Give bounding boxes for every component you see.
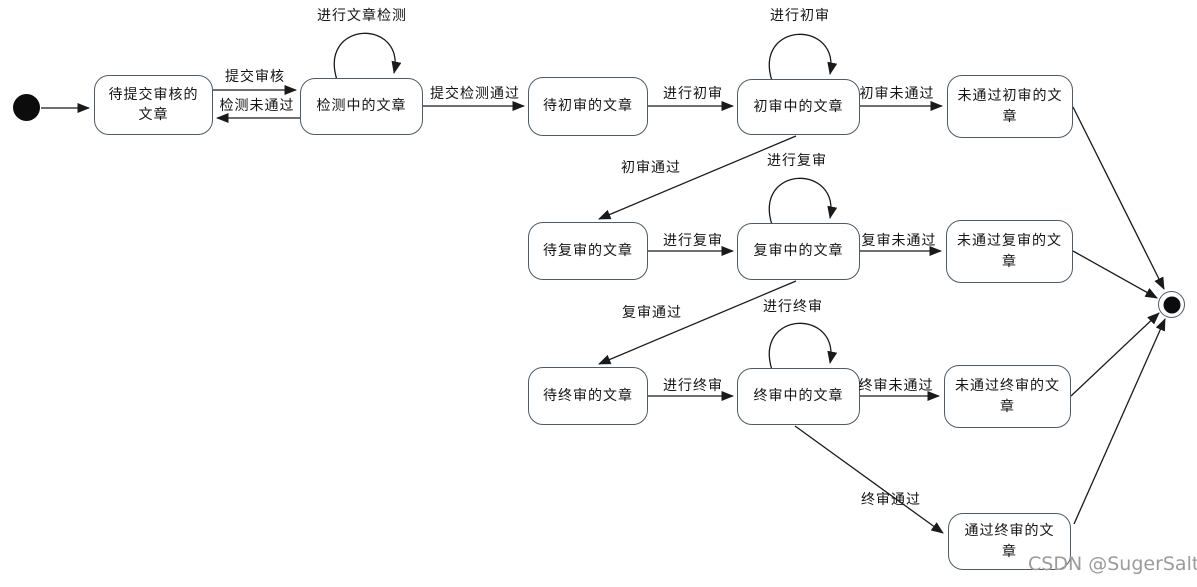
state-failed-second-review: 未通过复审的文章 bbox=[946, 220, 1073, 283]
state-label: 待复审的文章 bbox=[543, 242, 633, 259]
edge-label-submit-review: 提交审核 bbox=[225, 69, 285, 85]
edge-line-failed-final-to-end bbox=[1070, 312, 1160, 397]
state-label: 待初审的文章 bbox=[543, 98, 633, 115]
edge-label-detect-passed: 提交检测通过 bbox=[430, 86, 520, 102]
edge-line-final-review-self-loop bbox=[768, 322, 838, 371]
edge-label-first-review-self-loop: 进行初审 bbox=[770, 8, 830, 24]
edge-label-detect-failed: 检测未通过 bbox=[219, 98, 295, 114]
edge-label-final-review-self-loop: 进行终审 bbox=[763, 299, 823, 315]
edge-label-second-review-passed: 复审通过 bbox=[622, 305, 682, 321]
state-label: 通过终审的文章 bbox=[964, 523, 1055, 560]
state-label: 复审中的文章 bbox=[753, 243, 844, 260]
state-label: 未通过初审的文章 bbox=[957, 88, 1063, 125]
edge-line-first-review-passed bbox=[598, 135, 797, 220]
edge-label-do-first-review: 进行初审 bbox=[663, 86, 723, 102]
edge-label-final-review-passed: 终审通过 bbox=[861, 492, 921, 508]
state-label: 终审中的文章 bbox=[753, 388, 844, 405]
state-failed-first-review: 未通过初审的文章 bbox=[947, 75, 1073, 138]
final-state-node bbox=[1158, 291, 1185, 318]
state-first-reviewing: 初审中的文章 bbox=[737, 79, 860, 135]
edge-label-do-second-review: 进行复审 bbox=[663, 233, 723, 249]
state-detecting: 检测中的文章 bbox=[300, 78, 423, 135]
state-second-reviewing: 复审中的文章 bbox=[737, 223, 860, 280]
edge-line-failed-second-to-end bbox=[1072, 250, 1158, 299]
edge-label-final-review-failed: 终审未通过 bbox=[858, 378, 934, 394]
edge-line-final-review-passed bbox=[794, 425, 944, 534]
watermark: CSDN @SugerSalt bbox=[1028, 553, 1197, 575]
edge-label-do-final-review: 进行终审 bbox=[663, 378, 723, 394]
state-label: 检测中的文章 bbox=[316, 98, 407, 115]
state-pending-second-review: 待复审的文章 bbox=[528, 222, 648, 280]
state-label: 未通过终审的文章 bbox=[955, 378, 1060, 415]
state-label: 未通过复审的文章 bbox=[957, 233, 1062, 270]
state-passed-final-review: 通过终审的文章 bbox=[948, 513, 1071, 570]
state-label: 初审中的文章 bbox=[753, 98, 844, 115]
edge-label-detecting-self-loop: 进行文章检测 bbox=[317, 8, 407, 24]
edge-line-second-review-passed bbox=[598, 280, 797, 365]
state-label: 待终审的文章 bbox=[543, 387, 633, 404]
state-failed-final-review: 未通过终审的文章 bbox=[944, 365, 1071, 428]
state-pending-first-review: 待初审的文章 bbox=[528, 77, 648, 136]
edge-label-second-review-failed: 复审未通过 bbox=[861, 233, 937, 249]
edge-line-detecting-self-loop bbox=[333, 32, 402, 81]
edge-label-second-review-self-loop: 进行复审 bbox=[767, 153, 827, 169]
state-pending-final-review: 待终审的文章 bbox=[528, 367, 648, 425]
edge-line-passed-final-to-end bbox=[1073, 318, 1166, 525]
state-final-reviewing: 终审中的文章 bbox=[737, 368, 860, 425]
state-pending-submit: 待提交审核的文章 bbox=[94, 75, 213, 135]
final-state-inner-dot bbox=[1163, 296, 1180, 313]
edge-label-first-review-failed: 初审未通过 bbox=[859, 86, 935, 102]
state-label: 待提交审核的文章 bbox=[108, 86, 199, 123]
edge-line-second-review-self-loop bbox=[768, 177, 838, 226]
edge-line-first-review-self-loop bbox=[768, 33, 838, 82]
edge-label-first-review-passed: 初审通过 bbox=[621, 160, 681, 176]
initial-state-node bbox=[13, 94, 40, 121]
edge-line-failed-first-to-end bbox=[1072, 106, 1165, 290]
